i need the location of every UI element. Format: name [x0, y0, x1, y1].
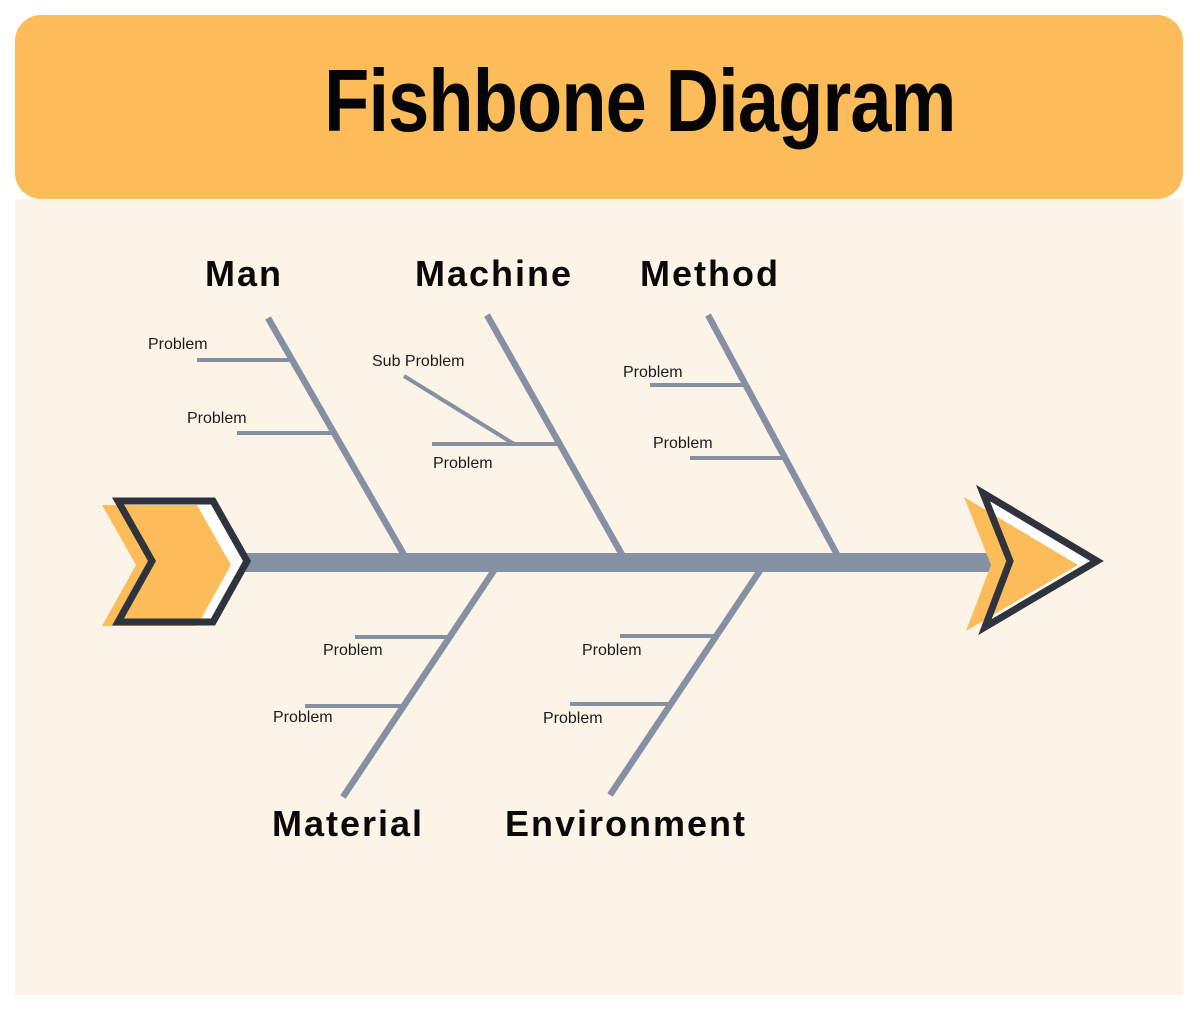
material-branch-line — [340, 564, 500, 799]
machine-sub-problem-label: Sub Problem — [372, 353, 465, 370]
method-problem-label-2: Problem — [653, 435, 713, 452]
machine-sub-problem-line — [402, 374, 516, 446]
environment-problem-label-1: Problem — [582, 642, 642, 659]
method-problem-label-1: Problem — [623, 364, 683, 381]
material-problem-label-1: Problem — [323, 642, 383, 659]
machine-problem-label: Problem — [433, 455, 493, 472]
category-label-machine: Machine — [415, 253, 574, 294]
man-problem-label-1: Problem — [148, 336, 208, 353]
fish-head-arrow-icon — [964, 484, 1104, 636]
header-banner — [15, 15, 1183, 199]
method-branch-line — [705, 313, 843, 562]
category-label-environment: Environment — [505, 803, 748, 844]
man-problem-label-2: Problem — [187, 410, 247, 427]
environment-branch-line — [607, 564, 766, 797]
machine-branch-line — [484, 313, 628, 562]
category-label-man: Man — [205, 253, 283, 294]
page-title: Fishbone Diagram — [324, 51, 956, 150]
tail-chevron-outline — [111, 497, 252, 626]
head-arrow-outline — [975, 484, 1104, 636]
material-problem-label-2: Problem — [273, 709, 333, 726]
page-title-wrap: Fishbone Diagram — [0, 50, 1200, 152]
environment-problem-label-2: Problem — [543, 710, 603, 727]
category-label-material: Material — [272, 803, 425, 844]
fish-tail-chevron-icon — [102, 497, 252, 626]
category-label-method: Method — [640, 253, 780, 294]
